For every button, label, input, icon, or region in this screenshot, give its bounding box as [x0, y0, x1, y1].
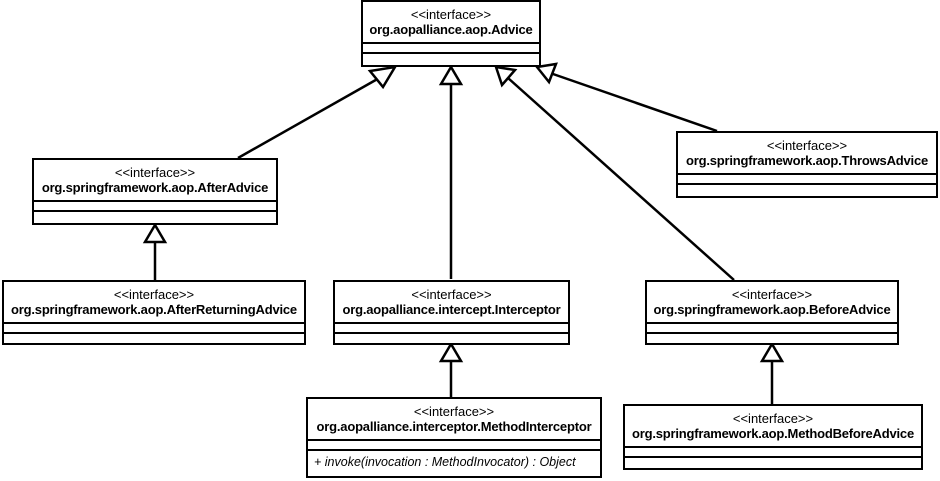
stereotype: <<interface>> — [410, 7, 492, 22]
class-before-advice: <<interface>> org.springframework.aop.Be… — [645, 280, 899, 345]
operations-section — [625, 456, 921, 466]
stereotype: <<interface>> — [413, 404, 495, 419]
operations-section — [4, 332, 304, 342]
class-after-advice: <<interface>> org.springframework.aop.Af… — [32, 158, 278, 225]
arrowhead-after-advice — [367, 65, 398, 90]
operations-section — [647, 332, 897, 342]
class-name: org.springframework.aop.BeforeAdvice — [653, 302, 891, 317]
stereotype: <<interface>> — [411, 287, 492, 302]
class-method-before-advice: <<interface>> org.springframework.aop.Me… — [623, 404, 923, 470]
class-header: <<interface>> org.aopalliance.aop.Advice — [363, 2, 539, 42]
stereotype: <<interface>> — [114, 165, 196, 180]
class-throws-advice: <<interface>> org.springframework.aop.Th… — [676, 131, 938, 198]
edge-before-advice-to-advice — [507, 77, 735, 281]
class-header: <<interface>> org.springframework.aop.Me… — [625, 406, 921, 446]
class-name: org.aopalliance.aop.Advice — [369, 22, 533, 37]
stereotype: <<interface>> — [113, 287, 195, 302]
class-header: <<interface>> org.aopalliance.intercept.… — [335, 282, 568, 322]
stereotype: <<interface>> — [731, 287, 813, 302]
attributes-section — [678, 173, 936, 183]
operations-section — [363, 52, 539, 62]
operation-invoke: + invoke(invocation : MethodInvocator) :… — [314, 455, 576, 469]
class-name: org.aopalliance.interceptor.MethodInterc… — [316, 419, 592, 434]
class-name: org.springframework.aop.AfterReturningAd… — [11, 302, 297, 317]
class-header: <<interface>> org.springframework.aop.Af… — [4, 282, 304, 322]
arrowhead-throws-advice — [534, 62, 558, 85]
class-header: <<interface>> org.springframework.aop.Be… — [647, 282, 897, 322]
class-after-returning-advice: <<interface>> org.springframework.aop.Af… — [2, 280, 306, 345]
attributes-section — [363, 42, 539, 52]
arrowhead-method-before — [759, 341, 785, 363]
class-interceptor: <<interface>> org.aopalliance.intercept.… — [333, 280, 570, 345]
arrowhead-before-advice — [494, 65, 518, 88]
attributes-section — [4, 322, 304, 332]
operations-section — [678, 183, 936, 193]
edge-throws-advice-to-advice — [552, 72, 718, 133]
operations-section — [335, 332, 568, 342]
arrowhead-after-returning — [142, 222, 168, 244]
class-name: org.springframework.aop.MethodBeforeAdvi… — [632, 426, 914, 441]
operations-section: + invoke(invocation : MethodInvocator) :… — [308, 449, 600, 473]
class-advice: <<interface>> org.aopalliance.aop.Advice — [361, 0, 541, 67]
class-header: <<interface>> org.springframework.aop.Th… — [678, 133, 936, 173]
class-name: org.springframework.aop.ThrowsAdvice — [685, 153, 928, 168]
class-header: <<interface>> org.aopalliance.intercepto… — [308, 399, 600, 439]
attributes-section — [308, 439, 600, 449]
operations-section — [34, 210, 276, 220]
arrowhead-interceptor — [438, 64, 464, 86]
stereotype: <<interface>> — [732, 411, 814, 426]
attributes-section — [335, 322, 568, 332]
class-name: org.aopalliance.intercept.Interceptor — [342, 302, 561, 317]
stereotype: <<interface>> — [766, 138, 848, 153]
class-name: org.springframework.aop.AfterAdvice — [41, 180, 269, 195]
attributes-section — [625, 446, 921, 456]
arrowhead-method-interceptor — [438, 341, 464, 363]
attributes-section — [34, 200, 276, 210]
class-header: <<interface>> org.springframework.aop.Af… — [34, 160, 276, 200]
edge-after-advice-to-advice — [237, 75, 382, 160]
attributes-section — [647, 322, 897, 332]
class-method-interceptor: <<interface>> org.aopalliance.intercepto… — [306, 397, 602, 478]
